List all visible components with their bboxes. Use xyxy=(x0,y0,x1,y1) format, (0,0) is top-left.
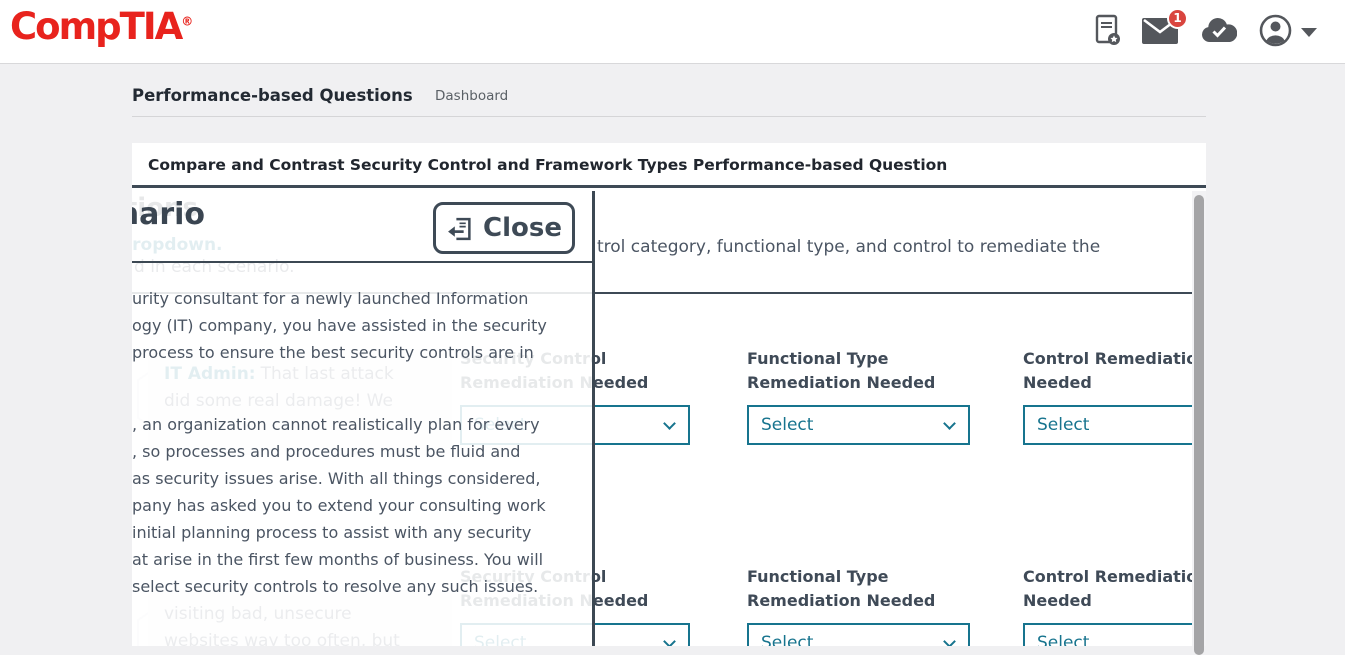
page-title: Performance-based Questions xyxy=(132,86,413,105)
messages-button[interactable]: 1 xyxy=(1142,7,1188,48)
question-content-area: Instructions dropdown. d in each scenari… xyxy=(132,191,1192,646)
scrollbar-thumb[interactable] xyxy=(1194,195,1204,655)
chevron-down-icon xyxy=(663,635,676,646)
user-avatar-icon xyxy=(1259,14,1292,51)
dropdown-label: Functional Type Remediation Needed xyxy=(747,349,936,392)
exit-icon xyxy=(448,217,471,240)
modal-header-divider xyxy=(132,261,592,263)
envelope-icon xyxy=(1142,17,1178,48)
dropdown-label: Control Remediation Needed xyxy=(1023,567,1192,610)
comptia-logo: CompTIA® xyxy=(10,5,194,48)
scenario-paragraph-1: urity consultant for a newly launched In… xyxy=(132,289,547,362)
control-remediation-group-row2: Control Remediation Needed Select xyxy=(1023,565,1192,646)
registered-mark: ® xyxy=(181,14,194,29)
account-menu-button[interactable] xyxy=(1259,14,1317,51)
chevron-down-icon xyxy=(943,417,956,430)
scenario-heading: Scenario xyxy=(132,197,206,232)
question-card: Compare and Contrast Security Control an… xyxy=(132,143,1206,655)
dropdown-label: Functional Type Remediation Needed xyxy=(747,567,936,610)
unread-count-badge: 1 xyxy=(1167,7,1188,29)
dropdown-label: Control Remediation Needed xyxy=(1023,349,1192,392)
close-button[interactable]: Close xyxy=(433,202,575,254)
control-remediation-group-row1: Control Remediation Needed Select xyxy=(1023,347,1192,445)
breadcrumb-dashboard-link[interactable]: Dashboard xyxy=(435,88,509,104)
chevron-down-icon xyxy=(1301,27,1317,37)
exam-report-button[interactable] xyxy=(1094,14,1120,50)
functional-type-group-row1: Functional Type Remediation Needed Selec… xyxy=(747,347,977,445)
chevron-down-icon xyxy=(943,635,956,646)
vertical-scrollbar[interactable] xyxy=(1192,191,1206,655)
functional-type-select-row2[interactable]: Select xyxy=(747,623,970,646)
functional-type-group-row2: Functional Type Remediation Needed Selec… xyxy=(747,565,977,646)
chevron-down-icon xyxy=(663,417,676,430)
control-remediation-select-row2[interactable]: Select xyxy=(1023,623,1192,646)
breadcrumb-divider xyxy=(132,116,1206,117)
scenario-modal: Scenario Close urity consultant for a ne… xyxy=(132,191,595,646)
document-star-icon xyxy=(1094,14,1120,50)
question-title: Compare and Contrast Security Control an… xyxy=(132,143,1206,188)
control-remediation-select-row1[interactable]: Select xyxy=(1023,405,1192,445)
scenario-paragraph-2: , an organization cannot realistically p… xyxy=(132,415,546,596)
instructions-text: trol category, functional type, and cont… xyxy=(597,237,1101,257)
cloud-check-icon xyxy=(1200,18,1238,47)
functional-type-select-row1[interactable]: Select xyxy=(747,405,970,445)
sync-status-button[interactable] xyxy=(1200,17,1238,47)
top-header: CompTIA® 1 xyxy=(0,0,1345,64)
section-divider xyxy=(132,292,1192,294)
